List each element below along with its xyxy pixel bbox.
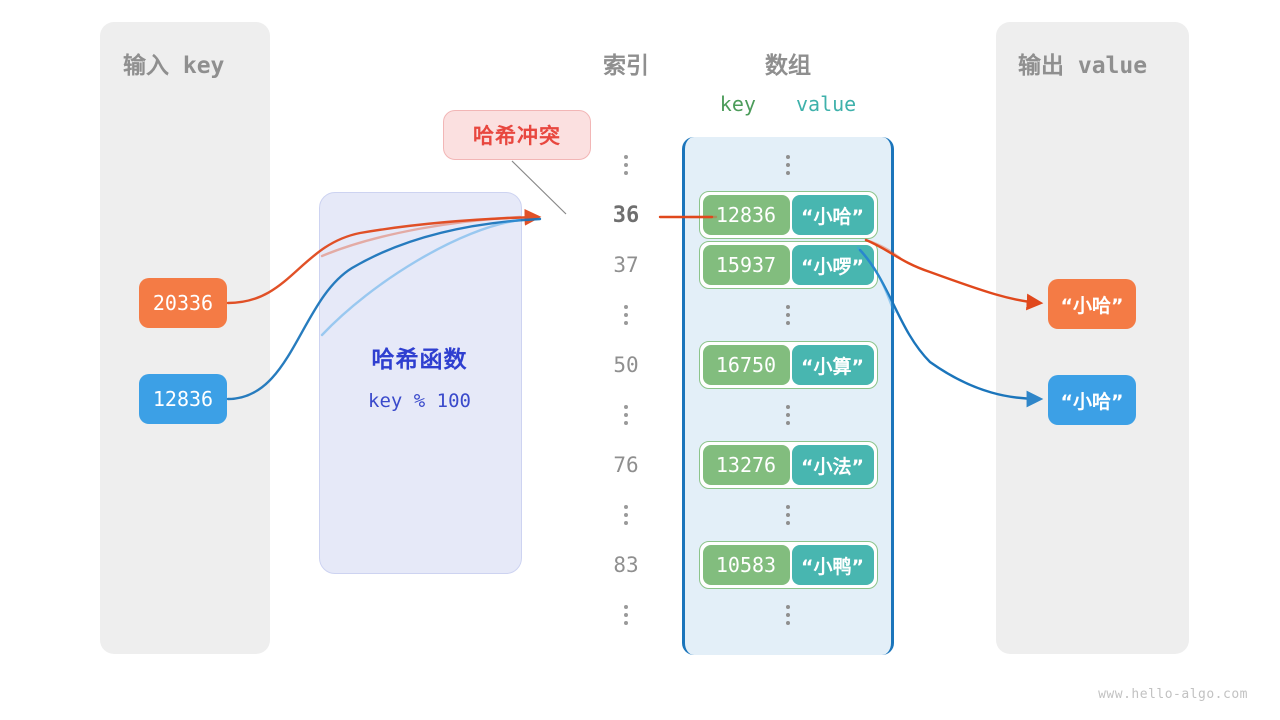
array-bucket-row: 13276“小法”: [682, 440, 894, 490]
key-value-pair: 15937“小啰”: [698, 241, 878, 289]
array-bucket-row: 10583“小鸭”: [682, 540, 894, 590]
vertical-dots-icon: [786, 505, 790, 525]
array-bucket-row: 16750“小算”: [682, 340, 894, 390]
index-ellipsis: [588, 140, 664, 190]
array-column-header: 数组: [765, 53, 811, 79]
array-rows: 12836“小哈”15937“小啰”16750“小算”13276“小法”1058…: [682, 140, 894, 640]
array-bucket-row: 15937“小啰”: [682, 240, 894, 290]
watermark: www.hello-algo.com: [1098, 687, 1248, 702]
value-header-label: value: [796, 92, 857, 116]
key-value-pair: 16750“小算”: [698, 341, 878, 389]
index-label: 50: [613, 353, 639, 377]
bucket-value: “小啰”: [791, 245, 874, 285]
array-bucket-row: 12836“小哈”: [682, 190, 894, 240]
vertical-dots-icon: [786, 605, 790, 625]
vertical-dots-icon: [624, 155, 628, 175]
index-ellipsis: [588, 490, 664, 540]
bucket-value: “小法”: [791, 445, 874, 485]
input-key-chip: 20336: [139, 278, 227, 328]
input-panel-title: 输入 key: [123, 53, 225, 79]
index-ellipsis: [588, 590, 664, 640]
bucket-key: 15937: [702, 245, 790, 285]
bucket-key: 12836: [702, 195, 790, 235]
index-label: 76: [613, 453, 639, 477]
output-value-chip: “小哈”: [1048, 279, 1136, 329]
array-ellipsis: [682, 290, 894, 340]
vertical-dots-icon: [624, 505, 628, 525]
vertical-dots-icon: [786, 305, 790, 325]
vertical-dots-icon: [624, 405, 628, 425]
output-panel-title: 输出 value: [1018, 53, 1148, 79]
input-key-chip: 12836: [139, 374, 227, 424]
index-label: 36: [612, 202, 640, 228]
output-panel: [996, 22, 1189, 654]
index-ellipsis: [588, 290, 664, 340]
array-ellipsis: [682, 490, 894, 540]
vertical-dots-icon: [624, 605, 628, 625]
hash-function-box: [319, 192, 522, 574]
bucket-value: “小算”: [791, 345, 874, 385]
key-value-header: key value: [688, 92, 888, 116]
bucket-value: “小鸭”: [791, 545, 874, 585]
key-value-pair: 10583“小鸭”: [698, 541, 878, 589]
array-ellipsis: [682, 390, 894, 440]
index-ellipsis: [588, 390, 664, 440]
key-header-label: key: [719, 92, 756, 116]
index-column: 36 37 50 76 83: [588, 140, 664, 640]
input-panel: [100, 22, 270, 654]
vertical-dots-icon: [786, 405, 790, 425]
key-value-pair: 12836“小哈”: [698, 191, 878, 239]
vertical-dots-icon: [786, 155, 790, 175]
bucket-key: 16750: [702, 345, 790, 385]
array-ellipsis: [682, 590, 894, 640]
vertical-dots-icon: [624, 305, 628, 325]
array-ellipsis: [682, 140, 894, 190]
bucket-key: 10583: [702, 545, 790, 585]
index-label: 37: [613, 253, 639, 277]
key-value-pair: 13276“小法”: [698, 441, 878, 489]
index-column-header: 索引: [603, 53, 649, 79]
output-value-chip: “小哈”: [1048, 375, 1136, 425]
bucket-key: 13276: [702, 445, 790, 485]
bucket-value: “小哈”: [791, 195, 874, 235]
hash-collision-label: 哈希冲突: [443, 110, 591, 160]
index-label: 83: [613, 553, 639, 577]
